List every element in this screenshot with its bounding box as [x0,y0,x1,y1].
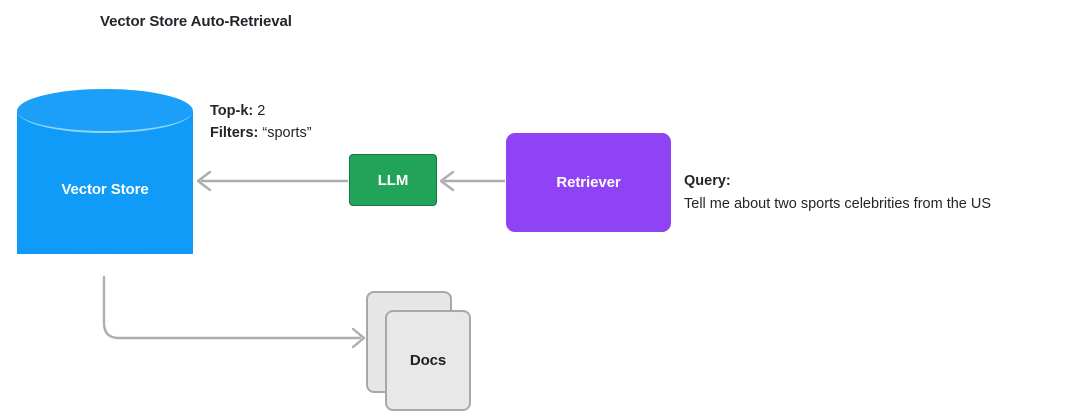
cylinder-top-ellipse [17,89,193,133]
node-retriever[interactable]: Retriever [506,133,671,232]
param-topk: Top-k: 2 [210,100,312,122]
param-topk-value: 2 [257,103,266,119]
param-topk-key: Top-k: [210,103,254,119]
node-vector-store-label: Vector Store [61,181,149,198]
retrieval-params: Top-k: 2 Filters: “sports” [210,100,312,144]
cylinder-bottom-ellipse [17,210,193,254]
node-llm-label: LLM [377,171,409,189]
param-filters-key: Filters: [210,125,259,141]
param-filters: Filters: “sports” [210,122,312,144]
node-vector-store[interactable]: Vector Store [17,89,193,276]
query-label: Query: [684,173,731,189]
node-llm[interactable]: LLM [349,154,437,206]
node-docs[interactable]: Docs [366,291,472,411]
edge-retriever-to-llm [439,170,505,192]
node-docs-label: Docs [409,352,447,369]
param-filters-value: “sports” [262,125,312,141]
edge-llm-to-vector-store [196,170,348,192]
query-text: Tell me about two sports celebrities fro… [684,196,992,212]
edge-vector-store-to-docs [102,275,366,349]
doc-sheet-front: Docs [385,310,471,411]
node-retriever-label: Retriever [556,174,621,191]
query-block: Query: Tell me about two sports celebrit… [684,170,991,216]
page-title: Vector Store Auto-Retrieval [100,13,292,30]
